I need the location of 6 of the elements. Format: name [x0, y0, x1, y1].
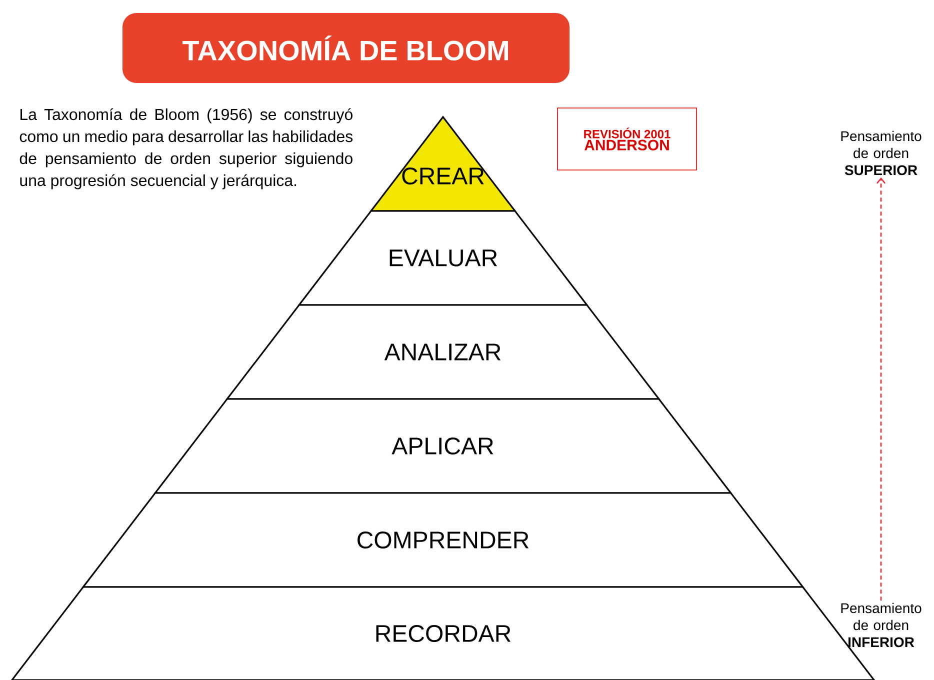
level-label: Pensamiento de orden SUPERIOR: [841, 130, 922, 176]
title-banner: TAXONOMÍA DE BLOOM: [122, 13, 570, 83]
revision-box: REVISIÓN 2001 ANDERSON: [557, 108, 697, 170]
description-paragraph: La Taxonomía de Bloom (1956) se construyó como un medio para desarrollar las habilidades de pensamiento de orden superior siguiendo una progresión secuencial y jerárquica.: [20, 108, 353, 190]
node-label: RECORDAR: [376, 625, 511, 642]
arrow: [876, 177, 886, 601]
